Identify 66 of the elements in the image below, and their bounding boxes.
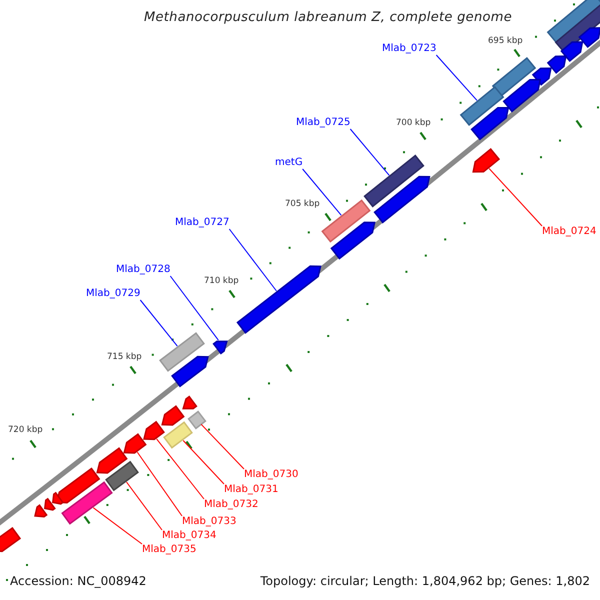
gene-block — [34, 504, 48, 518]
gene-label: Mlab_0728 — [116, 264, 170, 276]
leader-line — [350, 128, 390, 176]
gene-bar — [546, 0, 600, 44]
leader-line — [302, 168, 342, 216]
gene-bar — [492, 56, 536, 98]
gene-block — [470, 106, 510, 140]
scale-label: 720 kbp — [8, 425, 43, 435]
gene-block — [212, 340, 228, 354]
gene-block — [560, 41, 584, 62]
gene-bar — [105, 460, 139, 492]
diagram-title: Methanocorpusculum labreanum Z, complete genome — [142, 10, 514, 25]
gene-block — [56, 467, 100, 504]
gene-bar — [163, 421, 193, 449]
gene-label: metG — [275, 157, 303, 169]
gene-block — [502, 78, 542, 112]
leader-line — [136, 452, 182, 516]
gene-label: Mlab_0725 — [296, 117, 350, 129]
gene-label: Mlab_0724 — [542, 226, 596, 238]
gene-block — [0, 526, 22, 552]
gene-block — [374, 176, 430, 224]
gene-block — [171, 356, 209, 388]
gene-bar — [460, 86, 504, 126]
gene-label: Mlab_0729 — [86, 288, 140, 300]
gene-label: Mlab_0732 — [204, 499, 258, 511]
gene-block — [532, 68, 552, 86]
leader-line — [170, 276, 219, 341]
gene-block — [52, 492, 64, 505]
gene-block — [578, 27, 600, 48]
footer-text: Topology: circular; Length: 1,804,962 bp; Genes: 1,802 — [260, 574, 590, 588]
gene-block — [330, 222, 376, 260]
leader-line — [140, 300, 178, 347]
scale-label: 695 kbp — [488, 36, 523, 46]
gene-block — [44, 498, 56, 511]
gene-bar — [364, 154, 424, 208]
gene-block — [161, 405, 185, 426]
scale-label: 715 kbp — [107, 352, 142, 362]
gene-label: Mlab_0730 — [244, 469, 298, 481]
gene-label: Mlab_0727 — [175, 217, 230, 229]
gene-label: Mlab_0733 — [182, 516, 236, 528]
gene-block — [123, 433, 147, 454]
gene-block — [182, 396, 198, 410]
leader-line — [156, 438, 204, 500]
gene-bar — [321, 199, 371, 243]
scale-label: 705 kbp — [285, 199, 320, 209]
gene-label: Mlab_0735 — [142, 544, 196, 556]
gene-block — [472, 148, 500, 173]
scale-label: 710 kbp — [204, 276, 239, 286]
gene-block — [96, 447, 128, 474]
leader-line — [126, 482, 162, 530]
gene-block — [546, 55, 567, 74]
gene-bar — [188, 410, 206, 430]
leader-line — [436, 54, 478, 101]
gene-block — [143, 420, 165, 440]
gene-label: Mlab_0734 — [162, 530, 216, 542]
gene-bar — [61, 481, 113, 525]
footer-text: Accession: NC_008942 — [10, 574, 146, 588]
scale-label: 700 kbp — [396, 118, 431, 128]
gene-label: Mlab_0731 — [224, 484, 278, 496]
leader-line — [228, 228, 277, 292]
leader-line — [200, 424, 244, 470]
leader-line — [92, 507, 142, 544]
gene-label: Mlab_0723 — [382, 43, 436, 55]
leader-line — [182, 440, 224, 484]
gene-bar — [159, 332, 205, 372]
leader-line — [488, 168, 542, 226]
